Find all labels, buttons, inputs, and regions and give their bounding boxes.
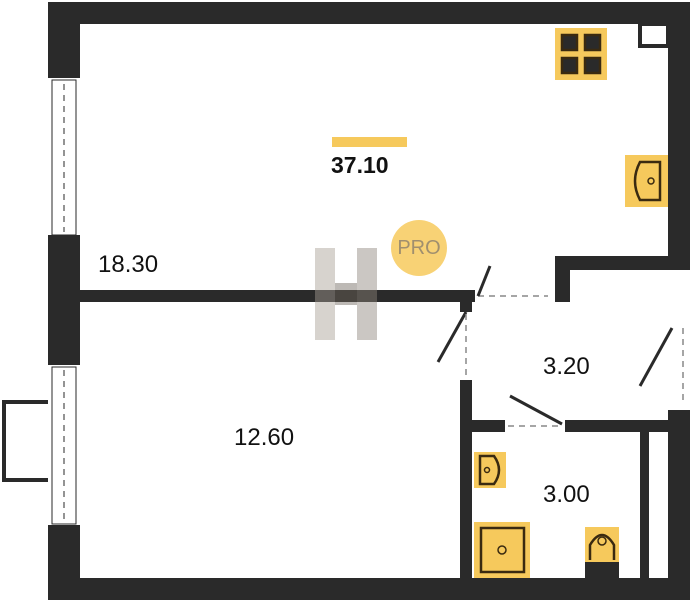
top-wall	[48, 2, 690, 24]
total-area-bar	[332, 137, 407, 147]
bath-inner-wall	[640, 420, 649, 580]
window-bottom	[51, 366, 77, 525]
bath-top-wall-right	[565, 420, 690, 432]
room-area-hallway: 3.20	[543, 353, 590, 380]
ventilation-shaft	[638, 22, 670, 48]
right-wall-bottom	[668, 410, 690, 600]
shower-icon	[474, 522, 530, 578]
door-leaf-kitchen	[476, 265, 492, 297]
corridor-wall-stub	[460, 302, 472, 312]
room-area-living: 18.30	[98, 251, 159, 278]
windows	[2, 79, 77, 525]
room-area-bathroom: 3.00	[543, 481, 590, 508]
pro-badge[interactable]: PRO	[391, 220, 447, 276]
door-leaf-bathroom	[509, 394, 563, 426]
total-area: 37.10	[331, 152, 389, 178]
door-leaf-entrance	[638, 327, 674, 387]
walls	[48, 2, 690, 600]
partition-wall	[80, 290, 475, 302]
balcony	[2, 400, 48, 482]
bath-top-wall-left	[460, 420, 505, 432]
kitchen-sink-icon	[625, 155, 668, 207]
bottom-wall	[48, 578, 690, 600]
corridor-wall	[460, 380, 472, 580]
hall-top-wall	[555, 256, 690, 270]
right-wall-top	[668, 2, 690, 270]
toilet-icon	[585, 527, 619, 578]
room-area-bedroom: 12.60	[234, 424, 295, 451]
bathroom-sink-icon	[474, 452, 506, 488]
fixtures	[474, 28, 668, 578]
hall-column	[555, 256, 570, 302]
doors[interactable]	[436, 22, 684, 427]
left-wall-top	[48, 2, 80, 78]
window-top	[51, 79, 77, 236]
door-leaf-bedroom	[436, 311, 468, 363]
watermark-logo	[315, 248, 377, 340]
left-wall-middle	[48, 235, 80, 365]
